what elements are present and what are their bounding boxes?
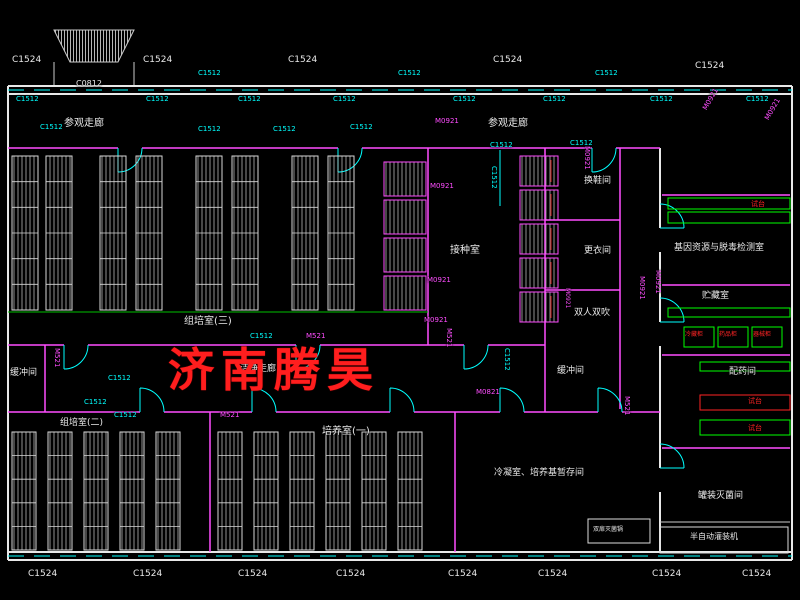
door-gaps xyxy=(64,145,663,492)
racks-layer xyxy=(11,155,559,551)
window-glazing xyxy=(8,89,792,557)
rack-unit xyxy=(361,431,387,551)
rack-unit xyxy=(83,431,109,551)
rack-unit xyxy=(519,223,559,255)
bench-fixtures xyxy=(587,197,791,554)
rack-unit xyxy=(11,431,37,551)
rack-unit xyxy=(383,275,427,311)
outer-walls xyxy=(7,85,793,561)
rack-unit xyxy=(155,431,181,551)
rack-unit xyxy=(119,431,145,551)
rack-unit xyxy=(383,161,427,197)
stairs-block xyxy=(53,29,135,86)
rack-unit xyxy=(383,199,427,235)
rack-unit xyxy=(519,155,559,187)
rack-unit xyxy=(47,431,73,551)
rack-unit xyxy=(397,431,423,551)
rack-unit xyxy=(383,237,427,273)
rack-unit xyxy=(519,189,559,221)
rack-unit xyxy=(289,431,315,551)
watermark-text: 济南腾昊 xyxy=(168,343,380,397)
rack-unit xyxy=(253,431,279,551)
rack-unit xyxy=(519,257,559,289)
rack-unit xyxy=(519,291,559,323)
rack-unit xyxy=(217,431,243,551)
rack-unit xyxy=(325,431,351,551)
door-swings xyxy=(63,147,685,469)
minor-lines xyxy=(8,150,790,523)
